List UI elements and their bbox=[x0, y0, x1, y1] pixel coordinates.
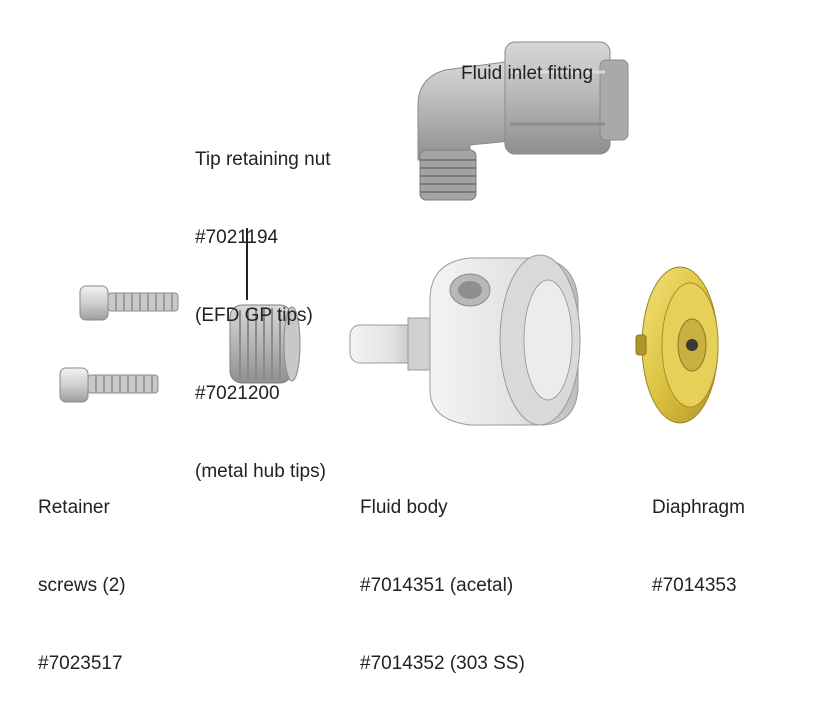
retainer-screws-line1: Retainer bbox=[38, 497, 110, 518]
tip-retaining-nut-line2: #7021194 bbox=[195, 227, 279, 248]
fluid-body-line2: #7014351 (acetal) bbox=[360, 575, 514, 596]
diaphragm-part bbox=[635, 266, 719, 424]
fluid-inlet-fitting-part bbox=[417, 41, 629, 201]
diaphragm-line2: #7014353 bbox=[652, 575, 737, 596]
tip-retaining-nut-line3: (EFD GP tips) bbox=[195, 305, 313, 326]
fluid-inlet-fitting-label: Fluid inlet fitting bbox=[461, 9, 593, 113]
tip-retaining-nut-line5: (metal hub tips) bbox=[195, 461, 326, 482]
diaphragm-line1: Diaphragm bbox=[652, 497, 745, 518]
fluid-body-line1: Fluid body bbox=[360, 497, 448, 518]
retainer-screws-line2: screws (2) bbox=[38, 575, 126, 596]
retainer-screws-line3: #7023517 bbox=[38, 653, 123, 674]
fluid-inlet-fitting-line1: Fluid inlet fitting bbox=[461, 63, 594, 84]
fluid-body-line3: #7014352 (303 SS) bbox=[360, 653, 525, 674]
fluid-body-label: Fluid body #7014351 (acetal) #7014352 (3… bbox=[360, 443, 525, 703]
tip-retaining-nut-line4: #7021200 bbox=[195, 383, 280, 404]
retainer-screw-lower bbox=[59, 367, 159, 403]
tip-retaining-nut-label: Tip retaining nut #7021194 (EFD GP tips)… bbox=[195, 95, 331, 511]
fluid-body-part bbox=[349, 254, 581, 426]
tip-retaining-nut-line1: Tip retaining nut bbox=[195, 149, 331, 170]
parts-illustration bbox=[59, 41, 719, 426]
retainer-screws-label: Retainer screws (2) #7023517 bbox=[38, 443, 126, 703]
diaphragm-label: Diaphragm #7014353 bbox=[652, 443, 745, 625]
tip-retaining-nut-part bbox=[229, 304, 301, 384]
retainer-screw-upper bbox=[79, 285, 179, 321]
